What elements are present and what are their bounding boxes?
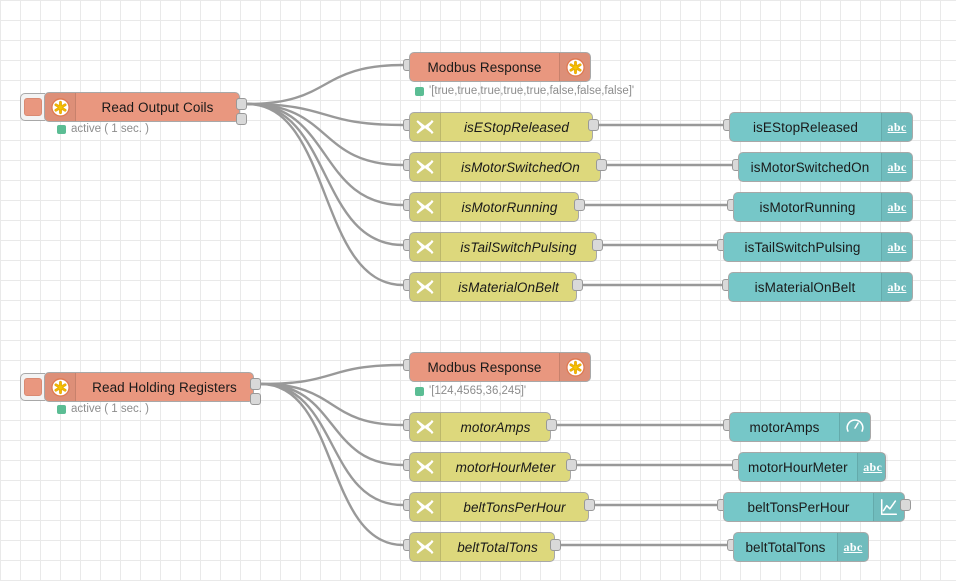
node-dashboard-isTailSwitchPulsing[interactable]: isTailSwitchPulsing abc	[723, 232, 913, 262]
output-port-read-output-coils-2[interactable]	[236, 113, 247, 125]
node-dashboard-beltTonsPerHour[interactable]: beltTonsPerHour	[723, 492, 905, 522]
node-label: isMotorSwitchedOn	[750, 159, 870, 175]
abc-text-icon: abc	[881, 153, 912, 181]
node-label: motorAmps	[460, 419, 531, 435]
node-function-isTailSwitchPulsing[interactable]: isTailSwitchPulsing	[409, 232, 597, 262]
node-label: Modbus Response	[427, 359, 542, 375]
modbus-gear-icon	[559, 353, 590, 381]
output-port-function-isTailSwitchPulsing[interactable]	[592, 239, 603, 251]
change-node-icon	[410, 533, 441, 561]
inject-button-read-output-coils[interactable]	[20, 93, 45, 121]
change-node-icon	[410, 113, 441, 141]
inject-button-read-holding-registers[interactable]	[20, 373, 45, 401]
abc-text-icon: abc	[837, 533, 868, 561]
node-label: isMotorSwitchedOn	[461, 159, 580, 175]
node-label: Modbus Response	[427, 59, 542, 75]
status-dot	[415, 386, 424, 396]
status-modbus-response-2: '[124,4565,36,245]'	[415, 385, 526, 397]
status-text: active ( 1 sec. )	[71, 123, 149, 135]
node-label: isTailSwitchPulsing	[744, 239, 861, 255]
output-port-function-beltTonsPerHour[interactable]	[584, 499, 595, 511]
output-port-read-holding-registers-1[interactable]	[250, 378, 261, 390]
node-label: isEStopReleased	[463, 119, 570, 135]
node-label: beltTonsPerHour	[463, 499, 566, 515]
status-dot	[57, 124, 66, 134]
node-dashboard-isMotorRunning[interactable]: isMotorRunning abc	[733, 192, 913, 222]
change-node-icon	[410, 493, 441, 521]
node-label: motorHourMeter	[748, 459, 848, 475]
node-dashboard-isMotorSwitchedOn[interactable]: isMotorSwitchedOn abc	[738, 152, 913, 182]
change-node-icon	[410, 153, 441, 181]
gauge-icon	[839, 413, 870, 441]
output-port-function-motorHourMeter[interactable]	[566, 459, 577, 471]
status-text: '[124,4565,36,245]'	[429, 385, 527, 397]
node-function-isMaterialOnBelt[interactable]: isMaterialOnBelt	[409, 272, 577, 302]
node-read-holding-registers[interactable]: Read Holding Registers	[44, 372, 254, 402]
status-text: active ( 1 sec. )	[71, 403, 149, 415]
status-read-holding-registers: active ( 1 sec. )	[57, 403, 149, 415]
output-port-dashboard-beltTonsPerHour[interactable]	[900, 499, 911, 511]
node-dashboard-motorAmps[interactable]: motorAmps	[729, 412, 871, 442]
inject-button-square	[24, 98, 42, 116]
node-label: motorHourMeter	[455, 459, 556, 475]
node-label: Read Holding Registers	[92, 379, 237, 395]
node-label: isMotorRunning	[461, 199, 558, 215]
node-modbus-response-1[interactable]: Modbus Response	[409, 52, 591, 82]
node-function-isMotorRunning[interactable]: isMotorRunning	[409, 192, 579, 222]
node-dashboard-isEStopReleased[interactable]: isEStopReleased abc	[729, 112, 913, 142]
node-label: isMotorRunning	[759, 199, 856, 215]
change-node-icon	[410, 413, 441, 441]
output-port-function-isEStopReleased[interactable]	[588, 119, 599, 131]
node-function-motorAmps[interactable]: motorAmps	[409, 412, 551, 442]
status-text: '[true,true,true,true,true,false,false,f…	[429, 85, 635, 97]
node-modbus-response-2[interactable]: Modbus Response	[409, 352, 591, 382]
output-port-read-holding-registers-2[interactable]	[250, 393, 261, 405]
node-label: Read Output Coils	[101, 99, 214, 115]
chart-line-icon	[873, 493, 904, 521]
abc-text-icon: abc	[881, 273, 912, 301]
node-label: isMaterialOnBelt	[754, 279, 856, 295]
node-label: beltTonsPerHour	[747, 499, 850, 515]
node-function-isMotorSwitchedOn[interactable]: isMotorSwitchedOn	[409, 152, 601, 182]
inject-button-square	[24, 378, 42, 396]
modbus-gear-icon	[45, 93, 76, 121]
output-port-function-beltTotalTons[interactable]	[550, 539, 561, 551]
node-function-beltTonsPerHour[interactable]: beltTonsPerHour	[409, 492, 589, 522]
node-label: isMaterialOnBelt	[458, 279, 559, 295]
abc-text-icon: abc	[881, 233, 912, 261]
output-port-function-isMotorSwitchedOn[interactable]	[596, 159, 607, 171]
output-port-function-isMotorRunning[interactable]	[574, 199, 585, 211]
node-label: motorAmps	[749, 419, 820, 435]
status-modbus-response-1: '[true,true,true,true,true,false,false,f…	[415, 85, 634, 97]
change-node-icon	[410, 193, 441, 221]
node-dashboard-beltTotalTons[interactable]: beltTotalTons abc	[733, 532, 869, 562]
output-port-read-output-coils-1[interactable]	[236, 98, 247, 110]
node-label: isEStopReleased	[752, 119, 859, 135]
change-node-icon	[410, 233, 441, 261]
modbus-gear-icon	[559, 53, 590, 81]
change-node-icon	[410, 273, 441, 301]
node-function-isEStopReleased[interactable]: isEStopReleased	[409, 112, 593, 142]
node-function-motorHourMeter[interactable]: motorHourMeter	[409, 452, 571, 482]
node-dashboard-motorHourMeter[interactable]: motorHourMeter abc	[738, 452, 888, 482]
abc-text-icon: abc	[881, 193, 912, 221]
status-dot	[57, 404, 66, 414]
abc-text-icon: abc	[856, 453, 888, 481]
node-read-output-coils[interactable]: Read Output Coils	[44, 92, 240, 122]
node-label: beltTotalTons	[745, 539, 826, 555]
change-node-icon	[410, 453, 441, 481]
status-dot	[415, 86, 424, 96]
node-label: isTailSwitchPulsing	[460, 239, 577, 255]
node-dashboard-isMaterialOnBelt[interactable]: isMaterialOnBelt abc	[728, 272, 913, 302]
output-port-function-motorAmps[interactable]	[546, 419, 557, 431]
abc-text-icon: abc	[881, 113, 912, 141]
node-label: beltTotalTons	[457, 539, 538, 555]
status-read-output-coils: active ( 1 sec. )	[57, 123, 149, 135]
output-port-function-isMaterialOnBelt[interactable]	[572, 279, 583, 291]
modbus-gear-icon	[45, 373, 76, 401]
node-function-beltTotalTons[interactable]: beltTotalTons	[409, 532, 555, 562]
